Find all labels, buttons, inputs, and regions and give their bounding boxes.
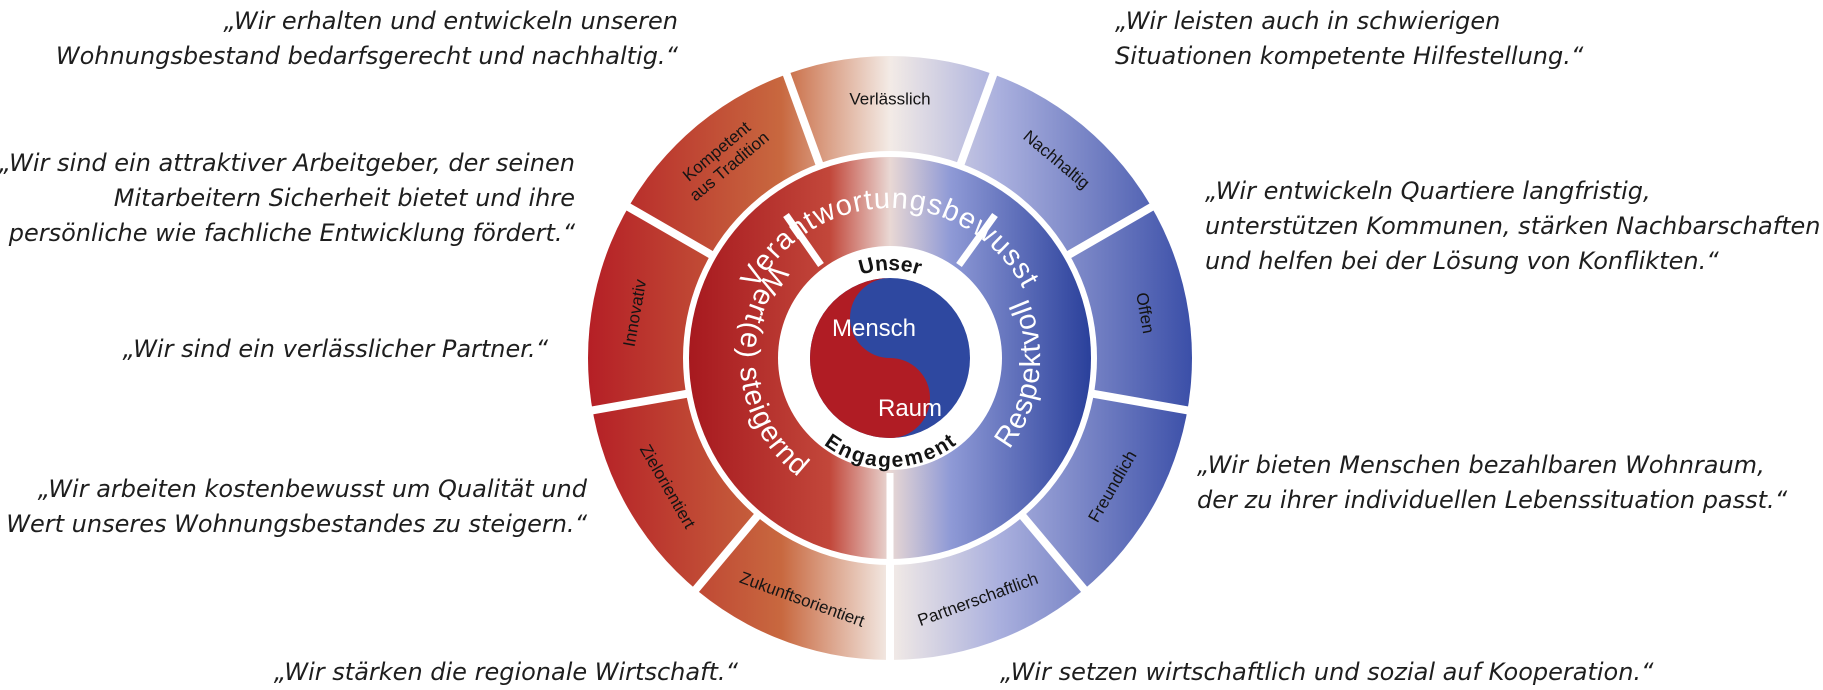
quote-partner: „Wir sind ein verlässlicher Partner.“ (123, 332, 548, 367)
label-raum: Raum (878, 395, 942, 422)
quote-line: Mitarbeitern Sicherheit bietet und ihre (113, 184, 575, 212)
quote-line: „Wir sind ein attraktiver Arbeitgeber, d… (0, 149, 575, 177)
segment-divider (587, 388, 694, 416)
segment-label: Verlässlich (849, 89, 930, 108)
middle-ring-dividers (783, 212, 998, 563)
middle-divider (956, 212, 998, 268)
middle-divider (783, 212, 824, 268)
quote-line: „Wir sind ein verlässlicher Partner.“ (122, 335, 548, 363)
quote-hilfestellung: „Wir leisten auch in schwierigen Situati… (1115, 4, 1583, 74)
segment-divider (690, 508, 765, 595)
quote-line: „Wir erhalten und entwickeln unseren (223, 7, 678, 35)
segment-divider (781, 69, 826, 172)
segment-dividers (587, 69, 1193, 664)
quote-line: Wert unseres Wohnungsbestandes zu steige… (6, 510, 587, 538)
quote-quartiere: „Wir entwickeln Quartiere langfristig, u… (1205, 174, 1821, 279)
core-red-half (810, 278, 930, 438)
quote-line: und helfen bei der Lösung von Konflikten… (1205, 247, 1719, 275)
quote-kooperation: „Wir setzen wirtschaftlich und sozial au… (1000, 655, 1653, 690)
yin-yang-core: Mensch Raum (810, 278, 970, 438)
segment-divider (954, 69, 999, 172)
quote-line: Situationen kompetente Hilfestellung.“ (1115, 42, 1584, 70)
segment-divider (1086, 388, 1193, 416)
quote-line: „Wir entwickeln Quartiere langfristig, (1205, 177, 1651, 205)
segment-divider (623, 201, 719, 262)
quote-line: „Wir leisten auch in schwierigen (1115, 7, 1501, 35)
quote-wohnraum: „Wir bieten Menschen bezahlbaren Wohnrau… (1197, 448, 1787, 518)
quote-line: „Wir bieten Menschen bezahlbaren Wohnrau… (1197, 451, 1765, 479)
quote-line: unterstützen Kommunen, stärken Nachbarsc… (1205, 212, 1821, 240)
values-wheel: VerlässlichNachhaltigOffenFreundlichPart… (587, 56, 1193, 664)
quote-kostenbewusst: „Wir arbeiten kostenbewusst um Qualität … (6, 472, 587, 542)
quote-line: „Wir arbeiten kostenbewusst um Qualität … (37, 475, 587, 503)
quote-line: der zu ihrer individuellen Lebenssituati… (1197, 486, 1788, 514)
quote-bestand: „Wir erhalten und entwickeln unseren Woh… (56, 4, 678, 74)
segment-divider (1061, 201, 1157, 262)
quote-wirtschaft: „Wir stärken die regionale Wirtschaft.“ (274, 655, 738, 690)
quote-line: „Wir stärken die regionale Wirtschaft.“ (273, 658, 738, 686)
quote-arbeitgeber: „Wir sind ein attraktiver Arbeitgeber, d… (0, 146, 575, 251)
segment-divider (1015, 508, 1090, 595)
quote-line: „Wir setzen wirtschaftlich und sozial au… (1000, 658, 1654, 686)
quote-line: persönliche wie fachliche Entwicklung fö… (8, 219, 575, 247)
label-mensch: Mensch (832, 315, 916, 342)
quote-line: Wohnungsbestand bedarfsgerecht und nachh… (55, 42, 678, 70)
